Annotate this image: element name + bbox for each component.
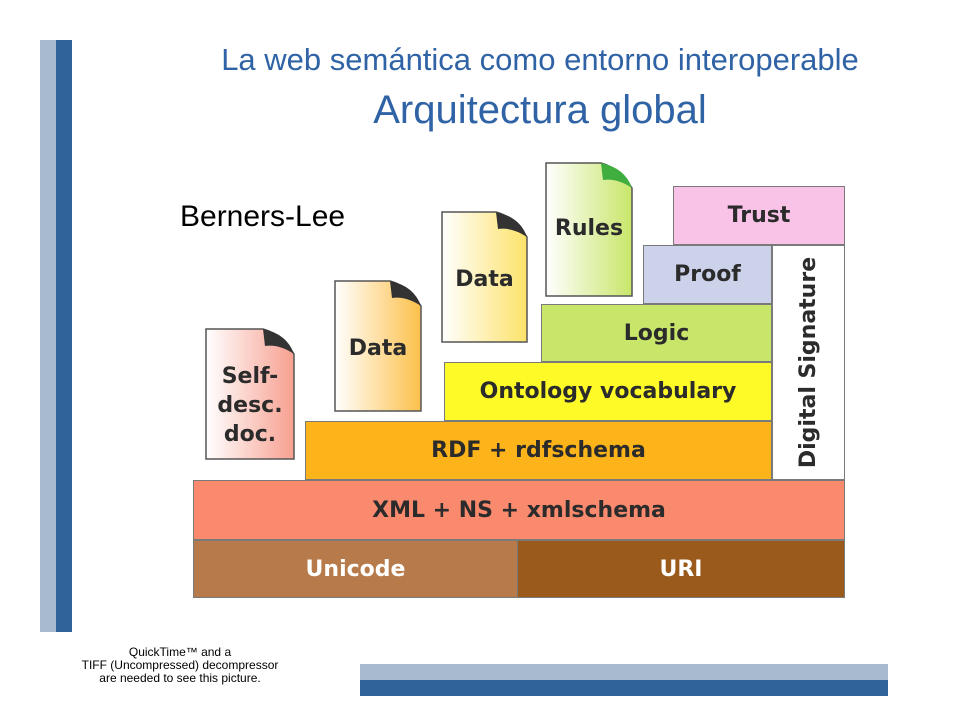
layer-ontology: Ontology vocabulary: [444, 362, 772, 421]
layer-ontology-label: Ontology vocabulary: [479, 379, 737, 404]
document-data-2: Data: [441, 211, 528, 343]
document-icon: [545, 162, 633, 297]
document-icon: [334, 280, 422, 412]
document-rules-label: Rules: [554, 216, 624, 241]
layer-unicode-label: Unicode: [305, 556, 406, 582]
document-icon: [441, 211, 528, 343]
decorative-bar-left-light: [40, 40, 56, 632]
document-self-desc-label-line3: doc.: [223, 422, 277, 447]
layer-digital-signature: Digital Signature: [772, 245, 845, 480]
document-self-desc-doc: Self- desc. doc.: [205, 328, 295, 460]
placeholder-line-1: QuickTime™ and a: [128, 645, 232, 659]
decorative-bar-bottom-light: [360, 664, 888, 680]
slide-subtitle: Arquitectura global: [373, 88, 707, 132]
slide-title: La web semántica como entorno interopera…: [221, 42, 859, 77]
layer-uri-label: URI: [659, 556, 703, 582]
document-icon: [205, 328, 295, 460]
layer-xml-label: XML + NS + xmlschema: [372, 497, 666, 523]
decorative-bar-left-dark: [56, 40, 72, 632]
layer-unicode: Unicode: [193, 540, 518, 598]
placeholder-line-3: are needed to see this picture.: [99, 671, 261, 685]
layer-trust-label: Trust: [727, 203, 791, 228]
placeholder-line-2: TIFF (Uncompressed) decompressor: [81, 658, 279, 672]
layer-rdf-label: RDF + rdfschema: [431, 438, 646, 463]
document-self-desc-label-line2: desc.: [217, 393, 283, 418]
layer-rdf: RDF + rdfschema: [305, 421, 772, 480]
image-placeholder-notice: QuickTime™ and a TIFF (Uncompressed) dec…: [55, 646, 305, 685]
document-rules: Rules: [545, 162, 633, 297]
document-data-2-label: Data: [455, 267, 514, 292]
layer-proof: Proof: [643, 245, 772, 304]
document-self-desc-label-line1: Self-: [221, 364, 279, 389]
layer-logic-label: Logic: [623, 320, 690, 346]
layer-trust: Trust: [673, 186, 845, 245]
decorative-bar-bottom-dark: [360, 680, 888, 696]
layer-uri: URI: [517, 540, 845, 598]
document-data-1: Data: [334, 280, 422, 412]
layer-digital-signature-label: Digital Signature: [796, 256, 821, 469]
layer-xml: XML + NS + xmlschema: [193, 480, 845, 540]
layer-proof-label: Proof: [674, 262, 741, 287]
layer-logic: Logic: [541, 304, 772, 362]
author-label: Berners-Lee: [180, 200, 346, 233]
document-data-1-label: Data: [348, 336, 408, 361]
